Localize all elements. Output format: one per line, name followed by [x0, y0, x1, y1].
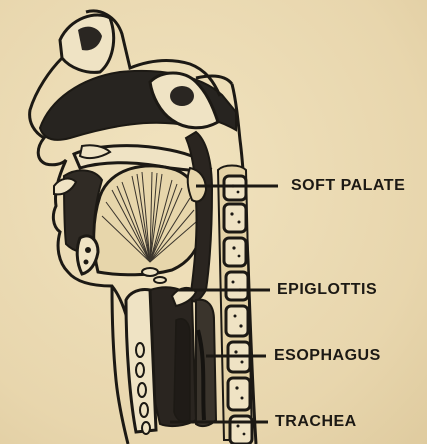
esophagus — [196, 300, 216, 426]
label-epiglottis: EPIGLOTTIS — [277, 281, 377, 299]
label-soft-palate: SOFT PALATE — [291, 177, 405, 195]
label-esophagus: ESOPHAGUS — [274, 347, 381, 365]
label-trachea: TRACHEA — [275, 413, 357, 431]
lower-teeth — [77, 236, 98, 274]
